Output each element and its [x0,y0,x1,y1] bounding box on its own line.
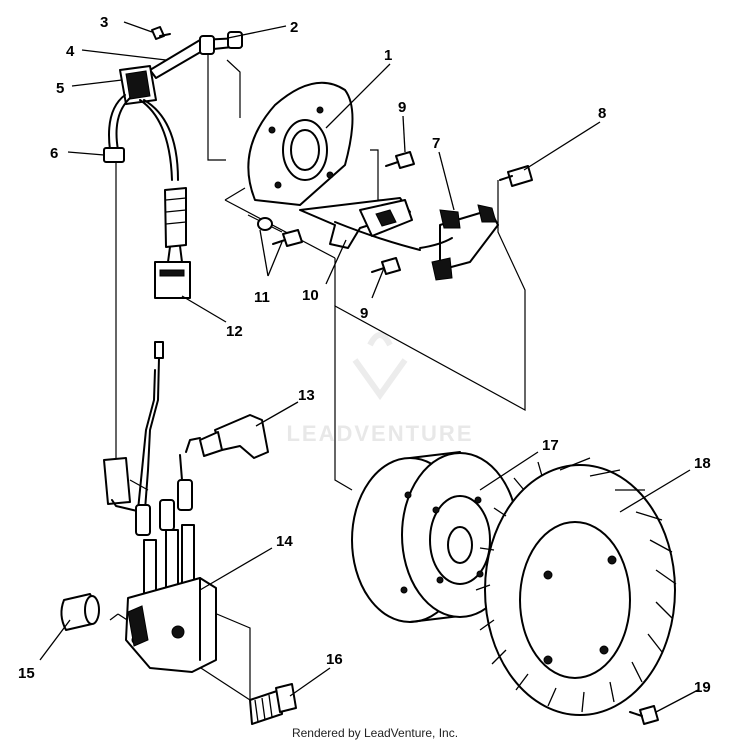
callout-13: 13 [298,387,315,404]
callout-5: 5 [56,80,64,97]
footer-credit: Rendered by LeadVenture, Inc. [291,726,459,740]
callout-4: 4 [66,43,75,60]
part-3-screw [151,26,171,40]
part-1-stator-plate [247,81,354,206]
callout-17: 17 [542,437,559,454]
callout-15: 15 [18,665,35,682]
callout-10: 10 [302,287,319,304]
callout-7: 7 [432,135,440,152]
part-6-wiring [103,94,179,181]
part-13-plug-boot [199,414,269,459]
part-16-bolt [249,683,297,725]
callout-11: 11 [254,289,270,306]
callout-18: 18 [694,455,711,472]
plug-leads [103,341,201,515]
callout-9-bottom: 9 [360,305,368,322]
callout-16: 16 [326,651,343,668]
callout-3: 3 [100,14,108,31]
callout-6: 6 [50,145,58,162]
callout-9-top: 9 [398,99,406,116]
part-19-screw [629,705,659,725]
callout-1: 1 [384,47,392,64]
callout-labels: 1 2 3 4 5 6 7 8 9 9 10 11 12 13 14 15 16… [18,14,711,696]
part-18-fan [475,457,677,716]
screws [257,151,533,275]
part-10-coil-bracket [299,197,421,251]
part-12-harness [154,187,191,299]
callout-12: 12 [226,323,243,340]
watermark: LEADVENTURE [286,332,473,446]
part-2-bracket [149,31,243,79]
callout-19: 19 [694,679,711,696]
part-5-switch [119,65,157,105]
callout-2: 2 [290,19,298,36]
callout-14: 14 [276,533,293,550]
watermark-text: LEADVENTURE [286,421,473,446]
leader-lines [39,21,699,713]
part-7-module [419,204,499,281]
part-14-coil [125,479,217,673]
callout-8: 8 [598,105,606,122]
